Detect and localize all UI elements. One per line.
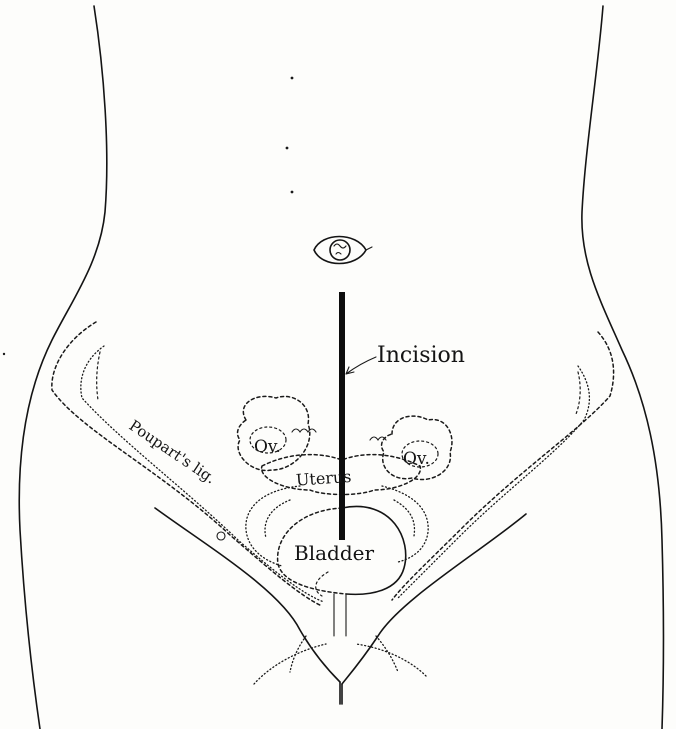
left-ovary <box>238 396 316 470</box>
pubic-v <box>340 682 342 704</box>
pelvic-arc-right-2 <box>394 500 414 536</box>
label-incision: Incision <box>377 343 465 368</box>
right-ovary <box>370 416 452 479</box>
label-bladder: Bladder <box>294 541 374 565</box>
groin-fold-right <box>342 514 526 684</box>
label-ovary-right: Ov. <box>403 449 430 469</box>
incision-pointer <box>346 357 376 374</box>
pubic-dotted-left <box>254 644 326 684</box>
label-ovary-left: Ov. <box>254 437 281 457</box>
pubic-dotted-right <box>356 644 426 676</box>
inner-arc-left <box>97 352 100 400</box>
right-ligament <box>398 366 589 598</box>
body-outline-left <box>19 6 107 729</box>
pouparts-marker <box>217 532 225 540</box>
midline-dots <box>3 77 294 356</box>
groin-fold-left <box>155 508 340 682</box>
umbilicus <box>314 237 372 264</box>
inner-arc-right <box>576 372 580 414</box>
label-uterus: Uterus <box>295 467 352 490</box>
label-pouparts-ligament: Poupart's lig. <box>126 416 219 487</box>
body-outline-right <box>582 6 664 729</box>
